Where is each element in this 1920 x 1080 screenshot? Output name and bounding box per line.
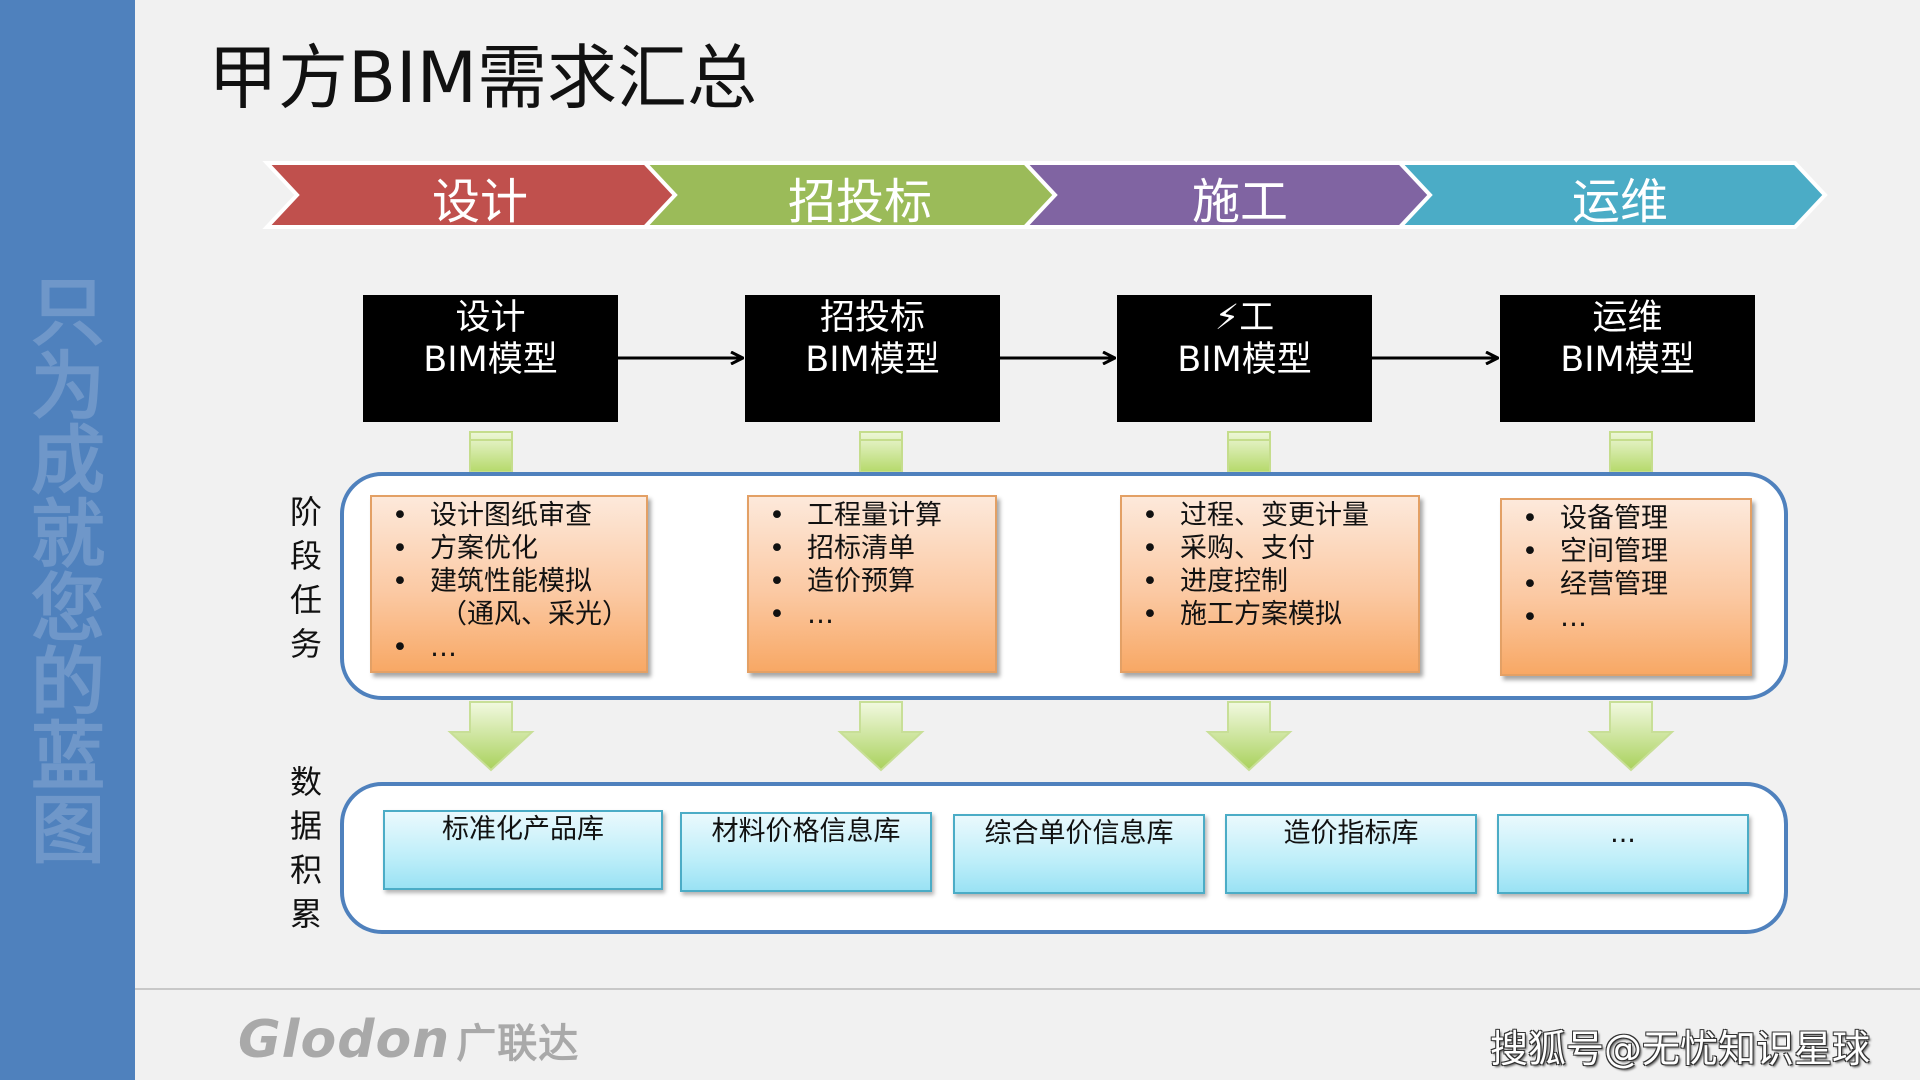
slogan-char: 您 bbox=[31, 566, 105, 652]
model-stage-label: 运维 bbox=[1592, 298, 1663, 338]
task-item: •进度控制 bbox=[1142, 566, 1288, 597]
connector-stubs bbox=[469, 431, 1653, 473]
arrow-down-icon bbox=[1587, 701, 1675, 772]
task-item: •过程、变更计量 bbox=[1142, 500, 1369, 531]
model-box-construction: ⚡工 BIM模型 bbox=[1117, 295, 1372, 422]
task-item: •设计图纸审查 bbox=[392, 500, 592, 531]
phase-chevron-operation bbox=[1395, 161, 1828, 229]
model-stage-label: 设计 bbox=[455, 298, 526, 338]
stage-tasks-label: 阶 段 任 务 bbox=[286, 490, 326, 666]
task-item: •采购、支付 bbox=[1142, 533, 1315, 564]
task-item: •建筑性能模拟 bbox=[392, 566, 592, 597]
page-title: 甲方BIM需求汇总 bbox=[208, 37, 758, 119]
data-accumulation-label: 数 据 积 累 bbox=[286, 760, 326, 936]
db-more: ... bbox=[1497, 814, 1749, 894]
sidebar-band bbox=[0, 0, 135, 1080]
db-standard-products: 标准化产品库 bbox=[383, 810, 663, 890]
task-item: •… bbox=[1522, 602, 1587, 633]
label-char: 数 bbox=[289, 763, 322, 801]
slogan-char: 蓝 bbox=[31, 714, 105, 800]
task-item-continuation: （通风、采光） bbox=[440, 599, 629, 630]
slogan-char: 就 bbox=[31, 492, 105, 578]
sidebar-slogan: 只 为 成 就 您 的 蓝 图 bbox=[18, 276, 118, 868]
model-stage-label: 招投标 bbox=[819, 298, 925, 338]
slogan-char: 图 bbox=[31, 788, 105, 874]
model-type-label: BIM模型 bbox=[1560, 340, 1695, 380]
slogan-char: 的 bbox=[31, 640, 105, 726]
phase-label-design: 设计 bbox=[431, 174, 528, 230]
task-item: •施工方案模拟 bbox=[1142, 599, 1342, 630]
phase-label-operation: 运维 bbox=[1571, 174, 1668, 230]
task-item: •空间管理 bbox=[1522, 536, 1668, 567]
task-box-bidding: •工程量计算 •招标清单 •造价预算 •… bbox=[747, 495, 997, 673]
db-material-prices: 材料价格信息库 bbox=[680, 812, 932, 892]
task-box-design: •设计图纸审查 •方案优化 •建筑性能模拟 （通风、采光） •… bbox=[370, 495, 648, 673]
logo-text: Glodon bbox=[238, 1010, 451, 1070]
phase-chevron-bar bbox=[262, 161, 1828, 229]
slogan-char: 为 bbox=[31, 344, 105, 430]
model-type-label: BIM模型 bbox=[1177, 340, 1312, 380]
label-char: 任 bbox=[289, 581, 322, 619]
model-box-operation: 运维 BIM模型 bbox=[1500, 295, 1755, 422]
watermark: 搜狐号@无忧知识星球 bbox=[1490, 1027, 1871, 1071]
label-char: 阶 bbox=[289, 493, 322, 531]
logo-cn: 广联达 bbox=[456, 1021, 580, 1067]
slogan-char: 只 bbox=[31, 270, 105, 356]
task-item: •工程量计算 bbox=[769, 500, 942, 531]
slogan-char: 成 bbox=[31, 418, 105, 504]
model-stage-label: ⚡工 bbox=[1214, 298, 1275, 338]
arrow-down-icon bbox=[447, 701, 535, 772]
arrow-down-icon bbox=[1205, 701, 1293, 772]
phase-label-bidding: 招投标 bbox=[787, 174, 932, 230]
task-item: •经营管理 bbox=[1522, 569, 1668, 600]
label-char: 段 bbox=[289, 537, 322, 575]
task-item: •… bbox=[769, 599, 834, 630]
task-box-construction: •过程、变更计量 •采购、支付 •进度控制 •施工方案模拟 bbox=[1120, 495, 1420, 673]
task-item: •方案优化 bbox=[392, 533, 538, 564]
task-item: •设备管理 bbox=[1522, 503, 1668, 534]
label-char: 务 bbox=[289, 625, 322, 663]
model-type-label: BIM模型 bbox=[423, 340, 558, 380]
task-item: •招标清单 bbox=[769, 533, 915, 564]
model-box-design: 设计 BIM模型 bbox=[363, 295, 618, 422]
footer-divider bbox=[135, 988, 1920, 990]
model-box-bidding: 招投标 BIM模型 bbox=[745, 295, 1000, 422]
db-unit-prices: 综合单价信息库 bbox=[953, 814, 1205, 894]
db-cost-indicators: 造价指标库 bbox=[1225, 814, 1477, 894]
task-box-operation: •设备管理 •空间管理 •经营管理 •… bbox=[1500, 498, 1752, 676]
label-char: 积 bbox=[289, 851, 322, 889]
label-char: 累 bbox=[289, 895, 322, 933]
phase-label-construction: 施工 bbox=[1191, 174, 1288, 230]
task-item: •造价预算 bbox=[769, 566, 915, 597]
label-char: 据 bbox=[289, 807, 322, 845]
arrow-down-icon bbox=[837, 701, 925, 772]
model-type-label: BIM模型 bbox=[805, 340, 940, 380]
task-item: •… bbox=[392, 632, 457, 663]
